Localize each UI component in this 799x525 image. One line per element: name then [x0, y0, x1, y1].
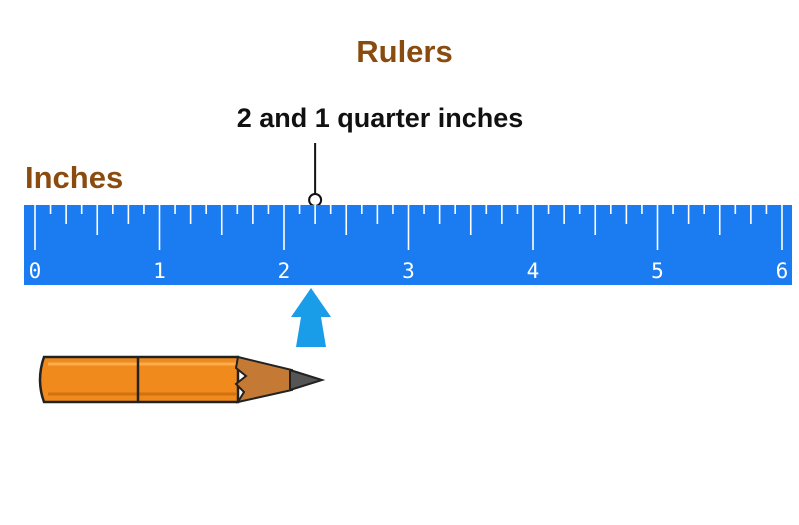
pencil-icon: [38, 355, 326, 404]
ruler-tick-label: 4: [527, 259, 540, 283]
ruler-tick-label: 1: [153, 259, 166, 283]
ruler-tick-label: 3: [402, 259, 415, 283]
marker-knob: [308, 193, 323, 207]
ruler-tick-label: 0: [29, 259, 42, 283]
ruler-ticks: [34, 205, 783, 250]
page-title: Rulers: [356, 34, 453, 69]
measurement-label: 2 and 1 quarter inches: [236, 103, 524, 133]
ruler-tick-label: 6: [776, 259, 789, 283]
pointer-arrow: [291, 288, 331, 347]
ruler-tick-labels: 0 1 2 3 4 5 6: [29, 259, 789, 283]
ruler-tick-label: 5: [651, 259, 664, 283]
unit-label: Inches: [25, 160, 124, 195]
ruler-tick-label: 2: [278, 259, 291, 283]
